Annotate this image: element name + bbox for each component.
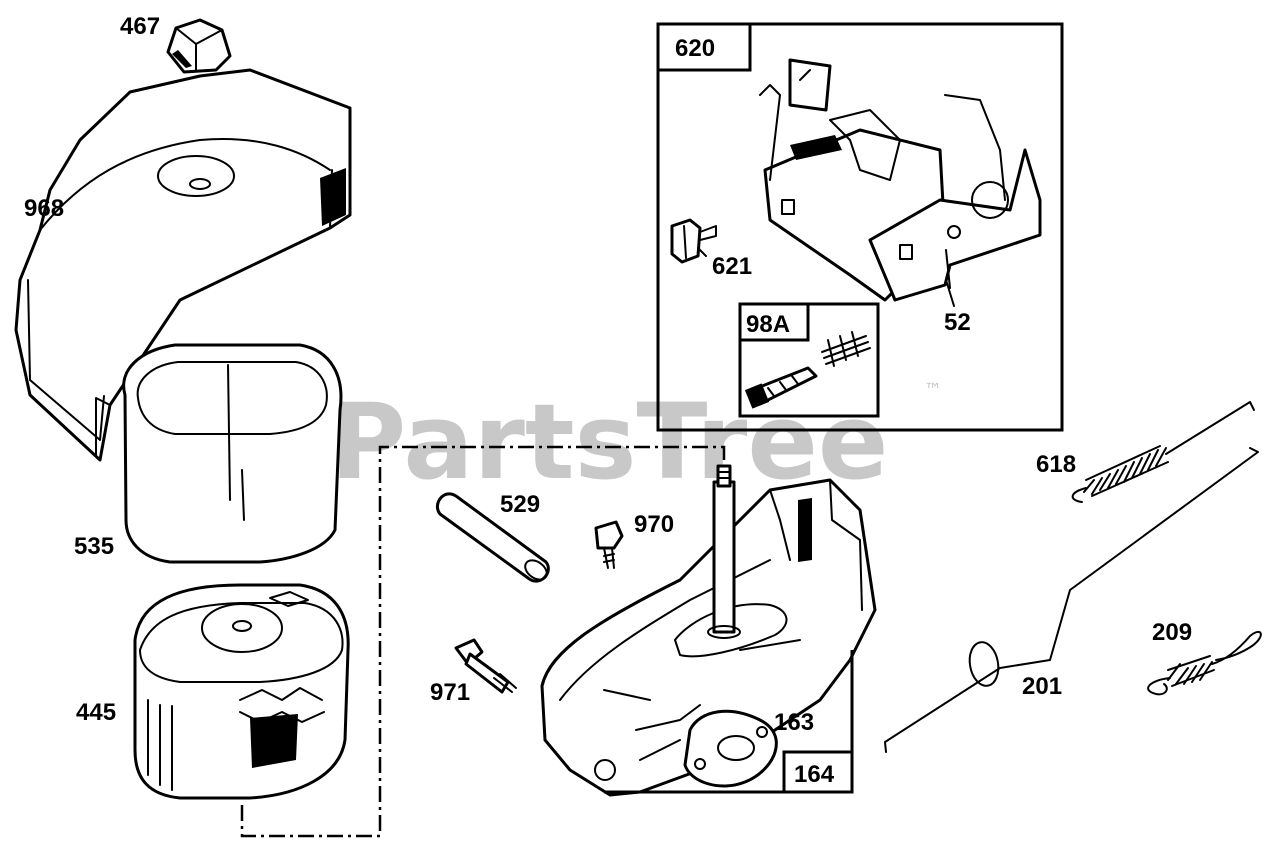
callout-618[interactable]: 618: [1036, 451, 1076, 478]
callout-201[interactable]: 201: [1022, 673, 1062, 700]
part-620-bracket[interactable]: [759, 58, 1042, 302]
callout-621[interactable]: 621: [712, 253, 752, 280]
part-970-bolt[interactable]: [594, 520, 624, 569]
callout-968[interactable]: 968: [24, 195, 64, 222]
part-467-knob[interactable]: [166, 18, 232, 74]
part-535-foam-element[interactable]: [122, 343, 343, 564]
part-98a-screw-spring[interactable]: [744, 331, 871, 409]
part-163-gasket[interactable]: [683, 709, 778, 788]
group-98a-box: [738, 302, 880, 418]
callout-163[interactable]: 163: [774, 709, 814, 736]
callout-52[interactable]: 52: [944, 309, 971, 336]
callout-467[interactable]: 467: [120, 13, 160, 40]
assembly-line: [240, 445, 726, 838]
part-164-shaft[interactable]: [707, 464, 741, 639]
part-529-tube[interactable]: [435, 492, 550, 584]
watermark-text: PartsTree: [330, 381, 888, 503]
callout-970[interactable]: 970: [634, 511, 674, 538]
callout-535[interactable]: 535: [74, 533, 114, 560]
leader-621: [697, 247, 707, 257]
callout-164[interactable]: 164: [794, 761, 835, 788]
callout-445[interactable]: 445: [76, 699, 116, 726]
callout-209[interactable]: 209: [1152, 619, 1192, 646]
callout-529[interactable]: 529: [500, 491, 540, 518]
part-968-cover[interactable]: [14, 68, 352, 462]
leader-52: [945, 279, 955, 307]
callout-98a[interactable]: 98A: [746, 311, 790, 338]
callout-620[interactable]: 620: [675, 35, 715, 62]
part-201-rod[interactable]: [884, 447, 1259, 753]
callout-971[interactable]: 971: [430, 679, 470, 706]
watermark-trademark: ™: [924, 380, 942, 401]
part-618-spring[interactable]: [1071, 401, 1255, 503]
part-971-stud[interactable]: [454, 638, 517, 694]
group-164-box: [604, 650, 854, 794]
group-620-box: [656, 22, 1064, 432]
part-209-spring[interactable]: [1147, 630, 1262, 696]
part-445-paper-filter[interactable]: [133, 583, 350, 800]
part-621-clip[interactable]: [670, 218, 717, 264]
